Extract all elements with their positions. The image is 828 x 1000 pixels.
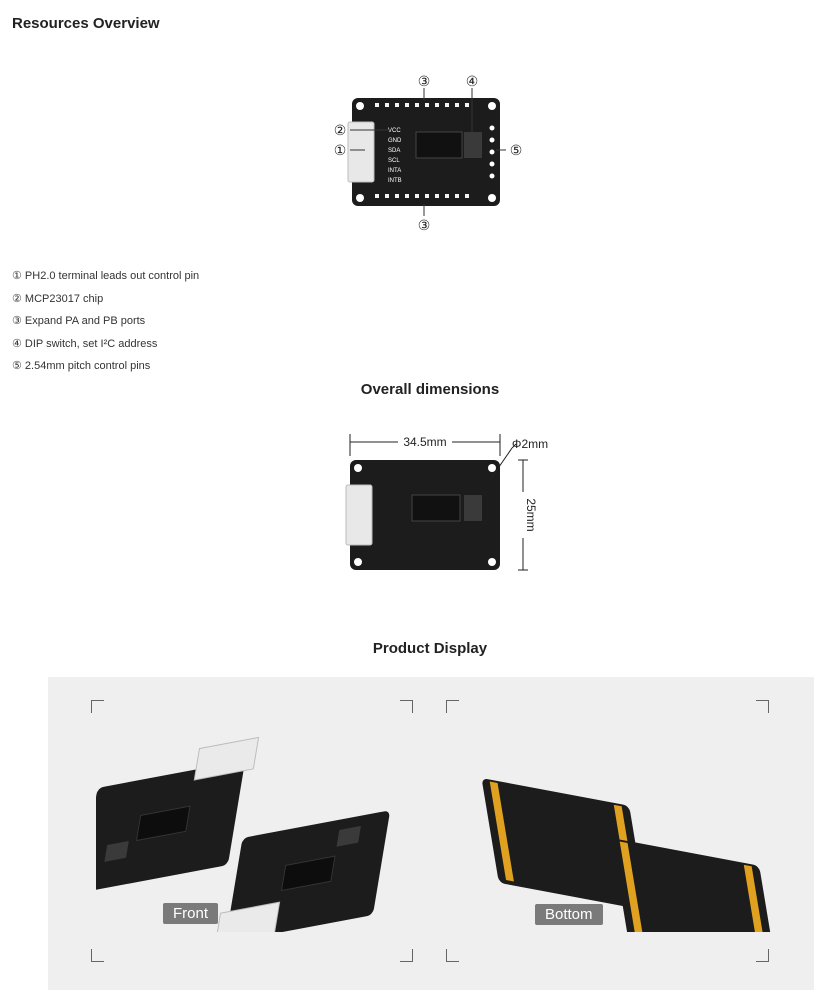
front-label: Front [163, 903, 219, 924]
corner-mark [91, 700, 104, 713]
pin-label-intb: INTB [388, 178, 402, 184]
pin-label-inta: INTA [388, 168, 401, 174]
callout-marker-5: ⑤ [510, 142, 523, 158]
dimensions-title: Overall dimensions [360, 381, 500, 398]
legend-item-chip: ② MCP23017 chip [12, 292, 104, 305]
dimension-height: 25mm [524, 498, 538, 531]
callout-marker-3-bottom: ③ [418, 217, 431, 233]
callout-marker-1: ① [334, 142, 347, 158]
dimension-width: 34.5mm [403, 435, 446, 449]
legend-item-ports: ③ Expand PA and PB ports [12, 315, 146, 327]
pin-label-vcc: VCC [388, 128, 401, 134]
callout-marker-2: ② [334, 122, 347, 138]
callout-marker-4: ④ [466, 73, 479, 89]
corner-mark [446, 949, 459, 962]
legend-item-dip-switch: ④ DIP switch, set I²C address [12, 337, 158, 350]
corner-mark [446, 700, 459, 713]
callout-marker-3-top: ③ [418, 73, 431, 89]
board-callout-figure: VCC GND SDA SCL INTA INTB ③ ④ ② ① ⑤ ③ [320, 70, 530, 235]
legend-item-terminal: ① PH2.0 terminal leads out control pin [12, 270, 200, 282]
product-photo-panel: Front Bottom [48, 677, 814, 990]
corner-mark [91, 949, 104, 962]
corner-mark [756, 949, 769, 962]
legend-item-pins: ⑤ 2.54mm pitch control pins [12, 360, 151, 372]
pin-label-group: VCC GND SDA SCL INTA INTB [388, 128, 402, 184]
pin-label-gnd: GND [388, 138, 402, 144]
product-display-title: Product Display [372, 640, 488, 657]
pin-label-scl: SCL [388, 158, 400, 164]
pin-label-sda: SDA [388, 148, 400, 154]
corner-mark [400, 949, 413, 962]
corner-mark [400, 700, 413, 713]
bottom-label: Bottom [535, 904, 603, 925]
dimension-hole: Φ2mm [512, 437, 548, 451]
front-boards-image [96, 736, 390, 932]
dimensions-figure: 34.5mm Φ2mm 25mm [340, 430, 560, 580]
bottom-boards-image [482, 778, 776, 932]
resources-overview-title: Resources Overview [12, 15, 160, 32]
resource-legend: ① PH2.0 terminal leads out control pin ②… [12, 265, 199, 378]
corner-mark [756, 700, 769, 713]
